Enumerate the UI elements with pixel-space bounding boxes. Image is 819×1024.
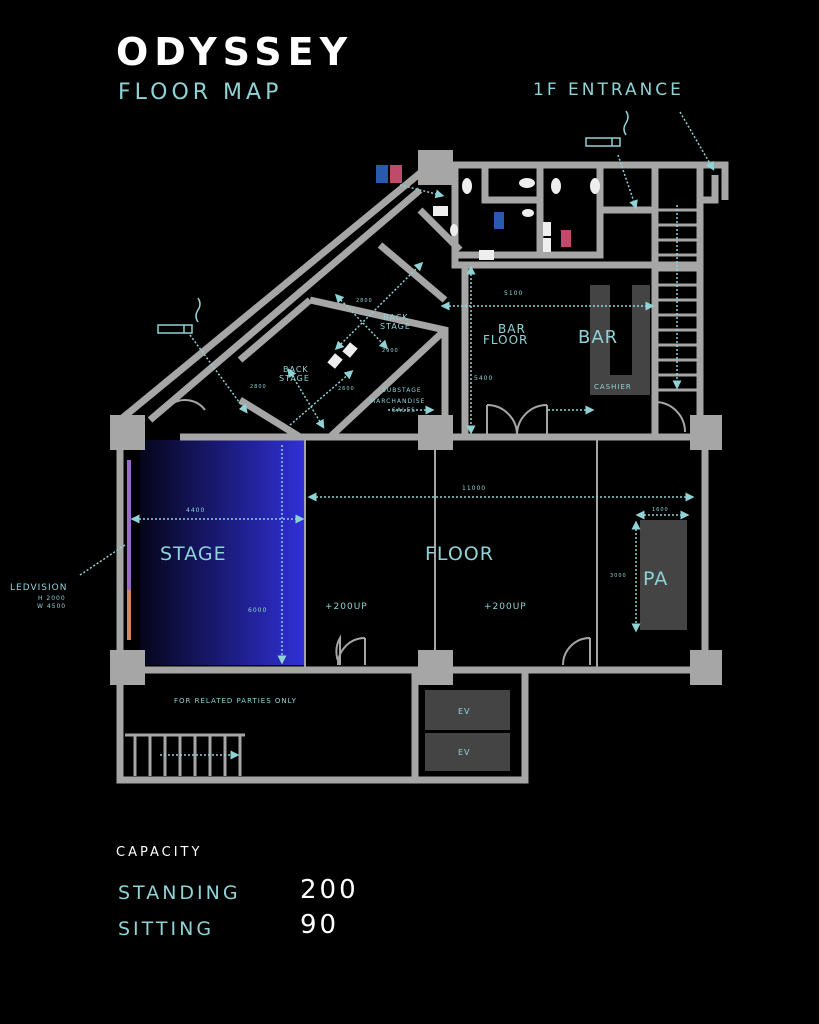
ev-2-label: EV — [458, 748, 471, 757]
dim-stage-depth: 6000 — [248, 607, 267, 614]
ev-1-label: EV — [458, 707, 471, 716]
dim-backstage-b: 2900 — [382, 348, 399, 354]
ledvision-width: W 4500 — [37, 603, 66, 610]
dim-backstage-d: 2600 — [338, 386, 355, 392]
sitting-capacity: 90 — [300, 910, 340, 940]
floor-note-1: +200UP — [325, 602, 368, 612]
ledvision-height: H 2000 — [38, 595, 66, 602]
dim-bar-width: 5100 — [504, 290, 523, 297]
bar-floor-label-2: FLOOR — [483, 333, 528, 347]
pillars — [110, 150, 722, 685]
entrance-label: 1F ENTRANCE — [533, 80, 684, 100]
dim-pa-width: 1600 — [652, 507, 669, 513]
standing-label: STANDING — [118, 882, 241, 904]
ev-1 — [425, 690, 510, 730]
pa-label: PA — [643, 568, 668, 590]
merch-label-2: SALES — [392, 407, 416, 414]
floor-label: FLOOR — [425, 543, 494, 565]
dim-stage-width: 4400 — [186, 507, 205, 514]
merch-label-1: MARCHANDISE — [370, 398, 425, 405]
cashier-label: CASHIER — [594, 383, 632, 391]
backstage-label-1a: BACK — [383, 313, 409, 322]
backstage-label-1b: STAGE — [380, 322, 411, 331]
toilet-icons — [327, 178, 600, 369]
dim-pa-depth: 3000 — [610, 573, 627, 579]
map-subtitle: FLOOR MAP — [118, 80, 283, 105]
venue-title: ODYSSEY — [116, 30, 354, 74]
pa-block — [640, 520, 687, 630]
led-strip — [127, 460, 131, 640]
stage-label: STAGE — [160, 543, 227, 565]
smoking-area-icon — [157, 110, 629, 334]
sitting-label: SITTING — [118, 918, 215, 940]
floor-note-2: +200UP — [484, 602, 527, 612]
stairs-right — [658, 208, 698, 392]
ev-2 — [425, 733, 510, 771]
bar-label: BAR — [578, 327, 618, 348]
room-dividers — [304, 440, 598, 668]
related-parties-label: FOR RELATED PARTIES ONLY — [174, 697, 297, 705]
walls — [116, 161, 729, 784]
doors — [169, 399, 686, 666]
dimension-lines — [79, 111, 715, 760]
dim-backstage-c: 2800 — [250, 384, 267, 390]
dim-floor-width: 11000 — [462, 485, 486, 492]
restroom-sign-icon — [376, 165, 571, 247]
substage-label: SUBSTAGE — [382, 387, 422, 394]
dim-bar-depth: 5400 — [474, 375, 493, 382]
backstage-label-2b: STAGE — [279, 374, 310, 383]
dim-backstage-a: 2800 — [356, 298, 373, 304]
bar-floor-label-1: BAR — [498, 322, 526, 336]
standing-capacity: 200 — [300, 875, 359, 905]
stage-area — [140, 440, 305, 665]
capacity-heading: CAPACITY — [116, 845, 203, 860]
backstage-label-2a: BACK — [283, 365, 309, 374]
ledvision-label: LEDVISION — [10, 583, 67, 593]
